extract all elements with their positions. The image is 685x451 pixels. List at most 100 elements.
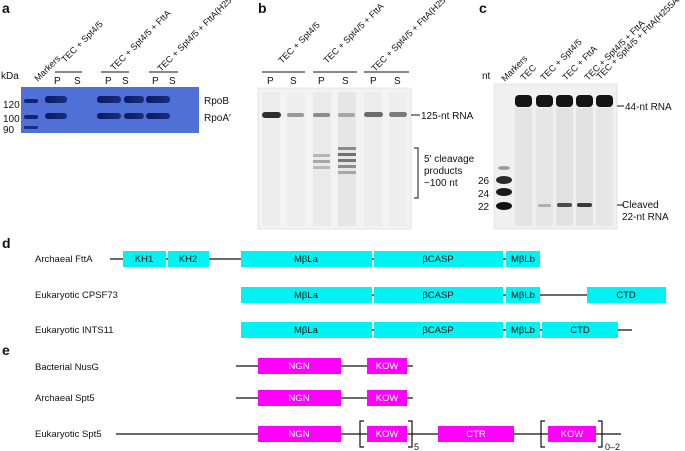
panel-c-label: c — [479, 0, 487, 16]
lane-label-tec-spt45-ftta-mutant: TEC + Spt4/5 + FttA(H255A/H591A) — [369, 0, 478, 73]
cleavage-bracket — [414, 147, 419, 199]
protein-name: Archaeal Spt5 — [35, 393, 95, 404]
lane-p: S — [122, 76, 129, 87]
cleavage-band — [338, 153, 356, 156]
panel-a-label: a — [2, 0, 10, 16]
lane-s: S — [342, 76, 349, 87]
domain-mblb — [506, 251, 540, 267]
lane-p: P — [105, 76, 112, 87]
lane-label-tec-spt45: TEC + Spt4/5 — [59, 19, 104, 64]
lane-s: S — [169, 76, 176, 87]
domain-mblb — [506, 287, 540, 303]
cleaved-band — [538, 204, 551, 207]
rna-band-125nt — [338, 113, 355, 117]
domain-bcasp — [374, 322, 503, 338]
lane-smear — [389, 92, 407, 226]
rpoa-band — [124, 113, 144, 119]
repeat-bracket-open — [359, 420, 364, 448]
coomassie-gel — [21, 87, 199, 133]
marker-band-26 — [496, 176, 512, 184]
rna-band-125nt — [262, 112, 281, 118]
cleavage-band — [338, 159, 356, 162]
mw-marker-90: 90 — [3, 125, 15, 136]
domain-kh2 — [168, 251, 209, 267]
cleavage-band — [338, 165, 356, 168]
marker-band — [24, 99, 38, 103]
lane-smear — [596, 108, 613, 226]
domain-bcasp — [374, 287, 503, 303]
rpoa-band — [97, 113, 121, 119]
domain-mbla — [241, 322, 372, 338]
lane-smear — [262, 92, 280, 226]
lane-smear — [364, 92, 382, 226]
repeat-bracket-close — [598, 420, 603, 448]
lane-label-tec-spt45-ftta-mutant: TEC + Spt4/5 + FttA(H255A/H591A) — [594, 0, 685, 81]
marker-band-24 — [496, 188, 512, 196]
panel-d-label: d — [2, 235, 11, 251]
domain-kow — [367, 426, 407, 442]
nt-unit-label: nt — [482, 71, 491, 82]
lane-smear — [515, 108, 532, 226]
rna-band-44nt — [596, 95, 613, 107]
domain-label: MβLa — [294, 290, 319, 301]
domain-mblb — [506, 322, 540, 338]
lane-label-tec-spt45-ftta: TEC + Spt4/5 + FttA — [321, 1, 385, 65]
rpob-band — [45, 96, 67, 103]
mw-marker-26: 26 — [478, 176, 490, 187]
mw-marker-100: 100 — [3, 114, 20, 125]
rna-band-44nt — [576, 95, 593, 107]
domain-kow — [367, 390, 407, 406]
protein-name: Bacterial NusG — [35, 362, 99, 373]
lane-p: P — [152, 76, 159, 87]
cleaved-band — [577, 203, 592, 207]
domain-ctd — [542, 322, 618, 338]
repeat-count: 5 — [414, 442, 419, 451]
domain-label: βCASP — [422, 254, 453, 265]
panel-c: c Markers TEC TEC + Spt4/5 TEC + FttA TE… — [478, 0, 685, 230]
domain-label: NGN — [288, 361, 309, 372]
lane-p: P — [267, 76, 274, 87]
domain-label: CTD — [616, 290, 636, 301]
domain-kow — [367, 358, 407, 374]
rpob-band — [124, 96, 144, 103]
lane-smear — [287, 92, 305, 226]
panel-e: e Bacterial NusG NGN KOW Archaeal Spt5 N… — [2, 342, 621, 451]
domain-label: KOW — [376, 429, 399, 440]
repeat-bracket-close — [408, 420, 413, 448]
domain-label: βCASP — [422, 325, 453, 336]
rna-band-125nt — [313, 113, 330, 117]
rna-band-44nt — [556, 95, 573, 107]
cleaved-band — [557, 203, 572, 207]
cleaved-label: Cleaved — [622, 200, 659, 211]
mw-marker-120: 120 — [3, 100, 20, 111]
domain-label: KH1 — [135, 254, 153, 265]
kda-unit-label: kDa — [1, 71, 19, 82]
lane-label-tec-spt45-ftta-mutant: TEC + Spt4/5 + FttA(H255A/H591A) — [155, 0, 264, 73]
lane-s: S — [74, 76, 81, 87]
rna-band-44nt — [536, 95, 553, 107]
cleavage-label: 5′ cleavage — [424, 154, 475, 165]
rna-band-125nt — [389, 112, 407, 117]
mw-marker-22: 22 — [478, 202, 490, 213]
domain-label: KH2 — [179, 254, 197, 265]
domain-label: MβLa — [294, 325, 319, 336]
cleaved-label: 22-nt RNA — [622, 212, 669, 223]
rpoa-band — [146, 113, 170, 119]
cleavage-label: products — [424, 166, 462, 177]
cleavage-band — [313, 154, 330, 157]
domain-label: KOW — [376, 393, 399, 404]
protein-name: Eukaryotic INTS11 — [35, 325, 114, 336]
repeat-bracket-open — [540, 420, 545, 448]
rna-band-44nt — [515, 95, 532, 107]
repeat-count: 0–2 — [605, 442, 620, 451]
domain-label: KOW — [376, 361, 399, 372]
lane-p: P — [54, 76, 61, 87]
lane-smear — [576, 108, 593, 226]
band-label-rpob: RpoB — [204, 96, 229, 107]
cleavage-band — [338, 171, 356, 174]
lane-smear — [313, 92, 331, 226]
mw-marker-24: 24 — [478, 189, 490, 200]
lane-p: P — [370, 76, 377, 87]
domain-ctd — [587, 287, 666, 303]
